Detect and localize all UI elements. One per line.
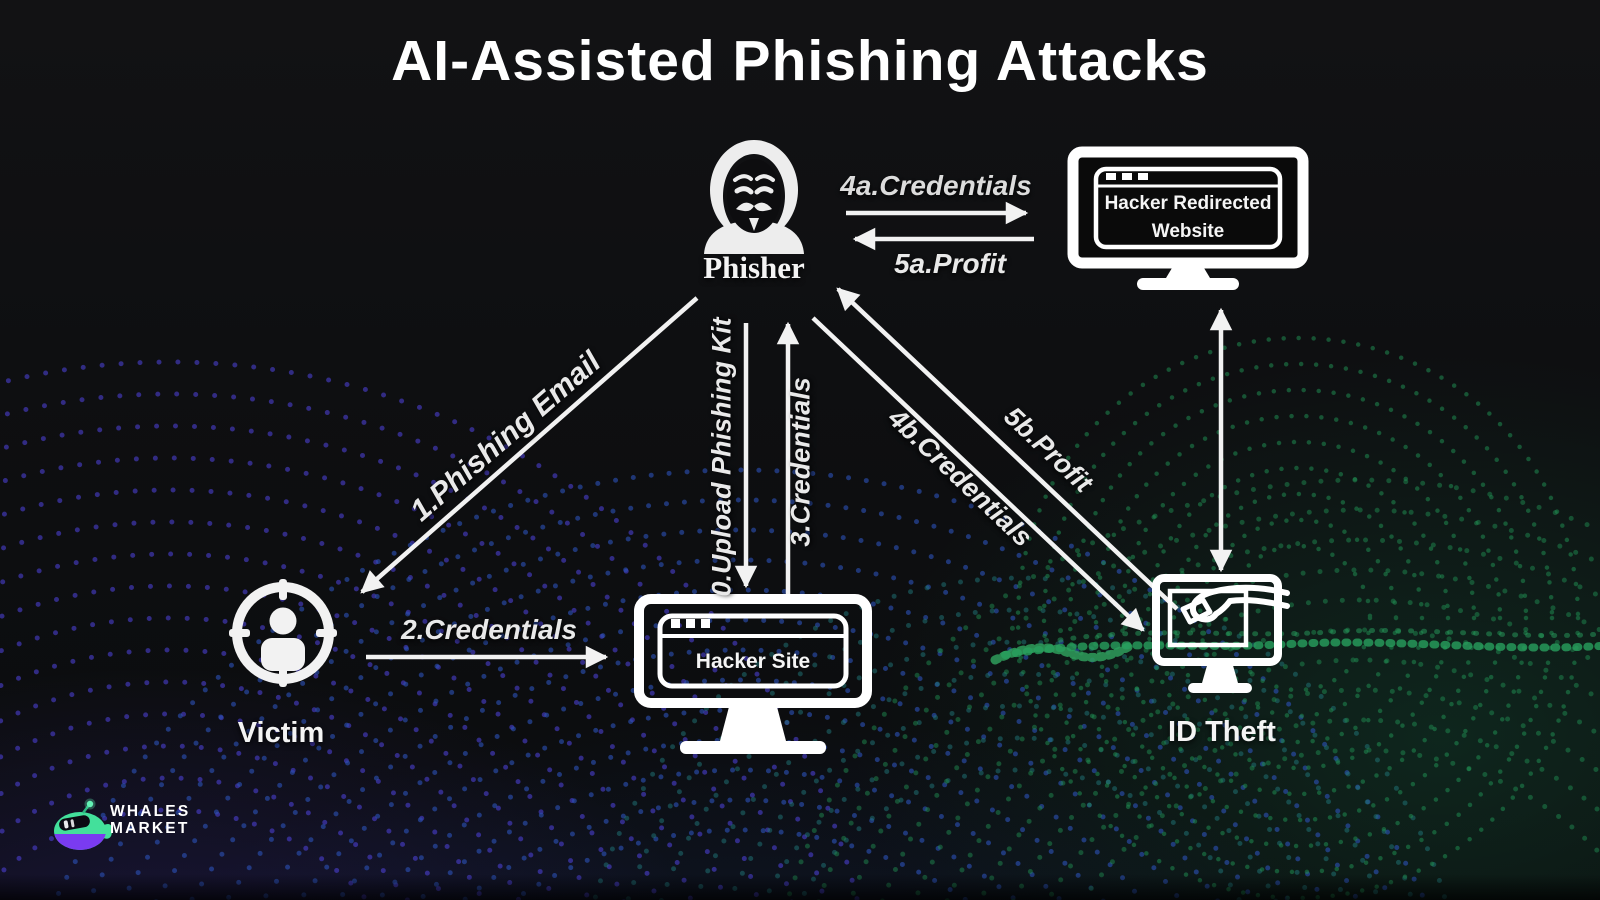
logo-line2: MARKET: [110, 820, 190, 837]
id-theft-label: ID Theft: [1168, 716, 1276, 748]
redirected-website-monitor-icon: Hacker Redirected Website: [1067, 146, 1309, 290]
node-id-theft: ID Theft: [1150, 572, 1290, 757]
redirected-site-label-line1: Hacker Redirected: [1105, 193, 1272, 214]
edge-label-phishing-email: 1.Phishing Email: [404, 345, 608, 528]
edge-label-upload-phishing-kit: 0.Upload Phishing Kit: [706, 317, 737, 597]
id-theft-hand-monitor-icon: [1152, 574, 1290, 693]
node-redirected-site: Hacker Redirected Website: [1063, 145, 1313, 295]
edge-label-credentials-victim: 2.Credentials: [401, 614, 577, 645]
logo-line1: WHALES: [110, 803, 191, 820]
hacker-site-label: Hacker Site: [696, 650, 810, 673]
phisher-label: Phisher: [703, 250, 805, 285]
edge-label-credentials-4a: 4a.Credentials: [840, 170, 1032, 201]
hacker-site-monitor-icon: Hacker Site: [634, 594, 872, 754]
victim-label: Victim: [237, 717, 325, 749]
redirected-site-label-line2: Website: [1152, 221, 1225, 242]
edge-label-profit-5a: 5a.Profit: [893, 248, 1007, 279]
node-hacker-site: Hacker Site: [633, 593, 873, 761]
edge-profit-5b-line: [836, 287, 1179, 611]
edge-label-profit-5b: 5b.Profit: [998, 401, 1099, 499]
phisher-hacker-icon: [704, 140, 804, 254]
page-title: AI-Assisted Phishing Attacks: [391, 29, 1209, 93]
bottom-fade: [0, 874, 1600, 900]
logo-wordmark: WHALES MARKET: [110, 803, 190, 837]
node-phisher: Phisher: [694, 128, 814, 288]
edge-phishing-email-line: [360, 296, 699, 594]
whale-icon: [54, 798, 113, 850]
victim-target-icon: [229, 579, 337, 687]
whales-market-logo: WHALES MARKET: [52, 794, 292, 868]
node-victim: Victim: [222, 572, 344, 757]
edge-label-credentials-site: 3.Credentials: [785, 377, 816, 547]
